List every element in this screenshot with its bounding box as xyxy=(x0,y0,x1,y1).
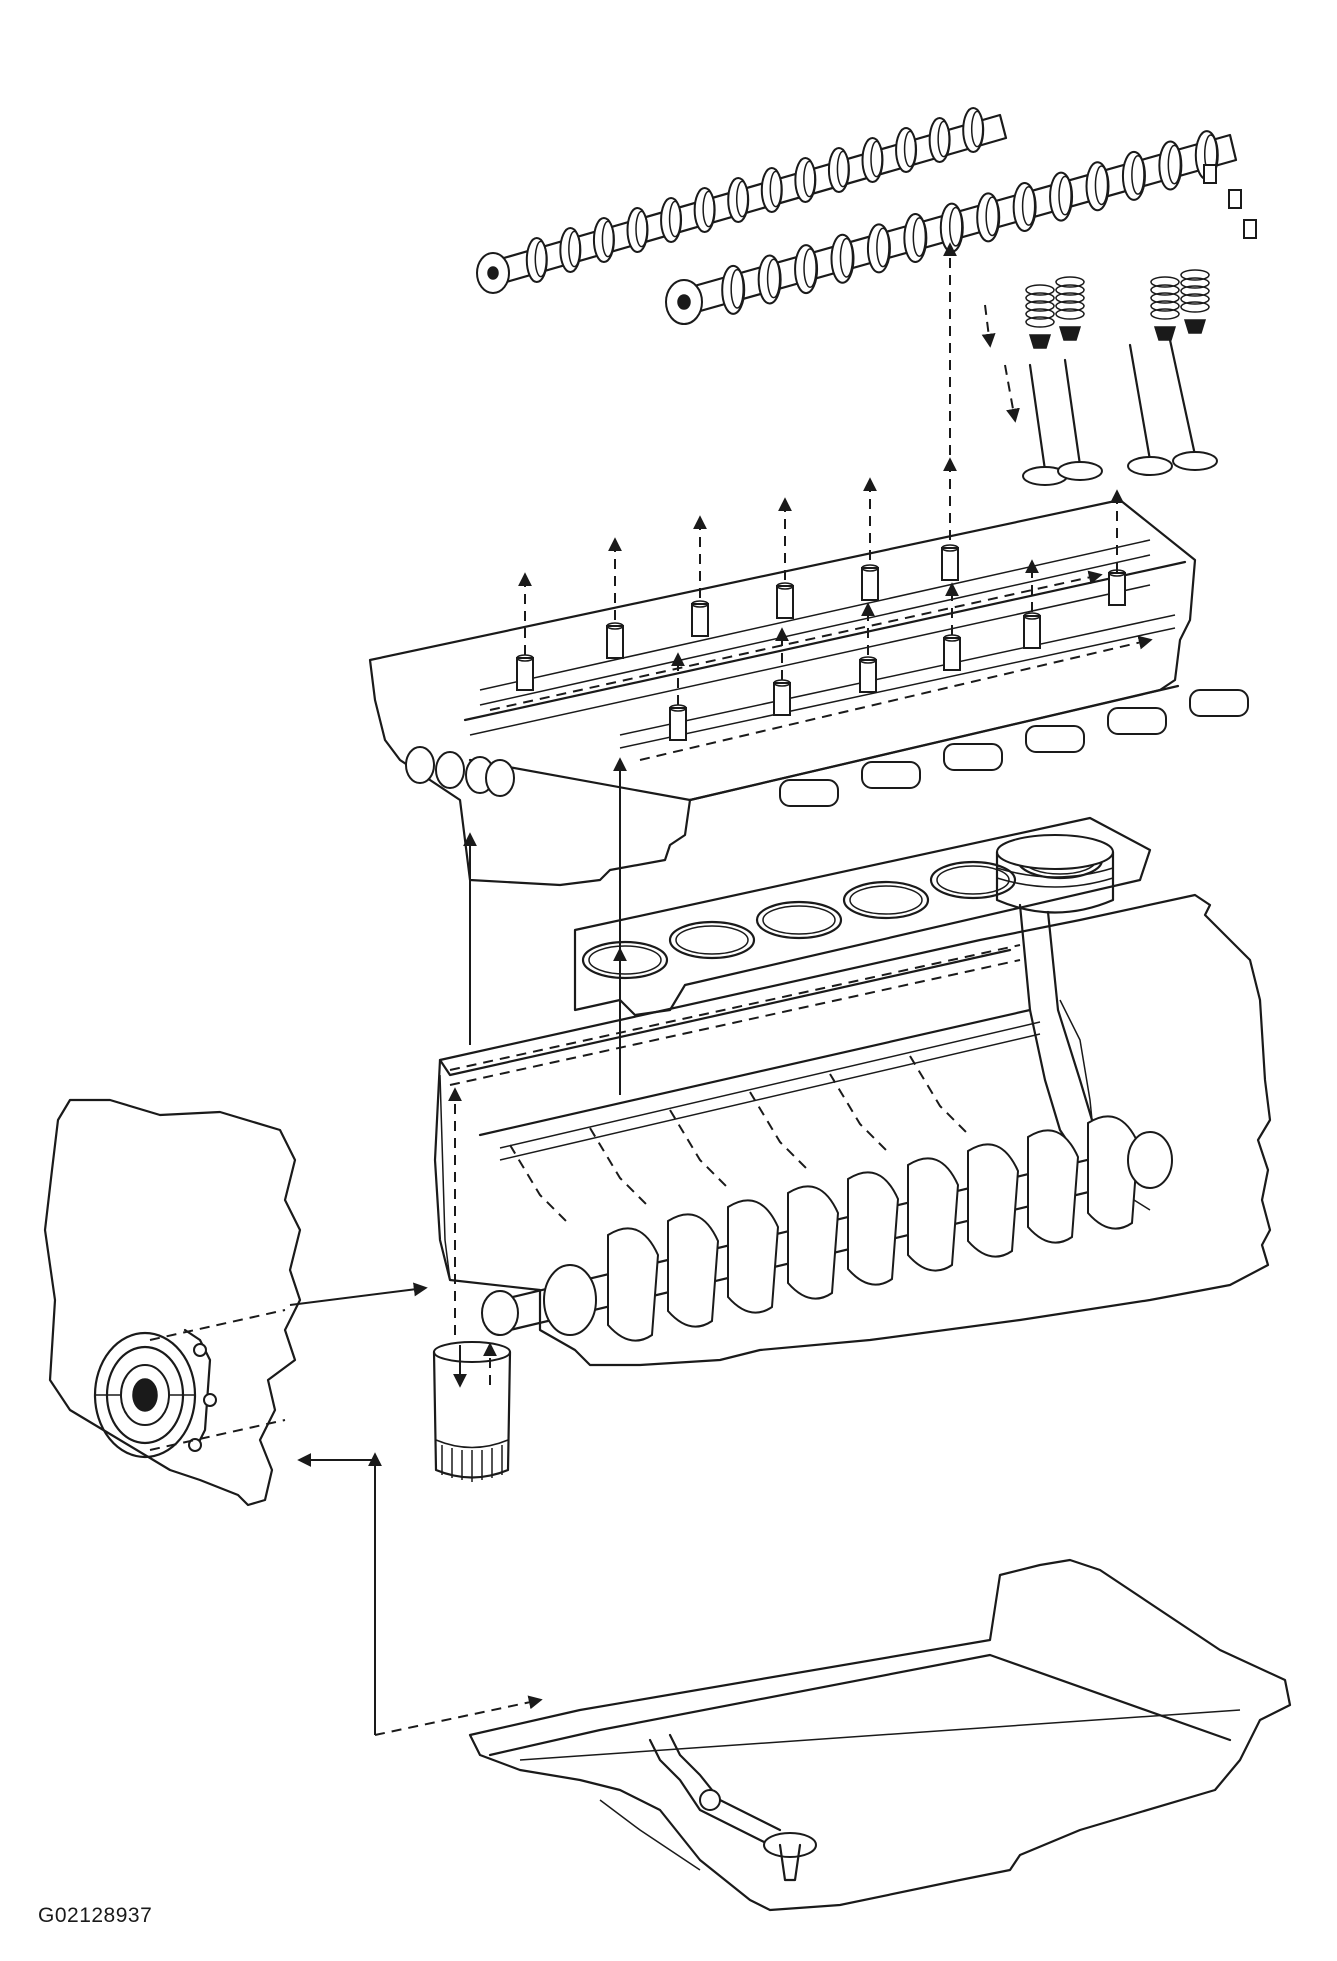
figure-id-code: G02128937 xyxy=(38,1904,153,1927)
drain-plug xyxy=(699,1789,721,1811)
oil-filter xyxy=(432,1341,512,1482)
oil-pump xyxy=(93,1328,217,1459)
piston xyxy=(995,834,1115,1147)
intake-camshaft xyxy=(476,107,1008,294)
oil-pump-housing xyxy=(43,1098,302,1507)
engine-block xyxy=(433,834,1272,1367)
exhaust-camshaft xyxy=(665,130,1238,325)
oil-pickup-tube xyxy=(648,1733,817,1882)
cylinder-head xyxy=(368,498,1249,887)
crankshaft xyxy=(481,1115,1173,1342)
oil-flow-arrows xyxy=(149,242,1153,1736)
oil-pan xyxy=(468,1558,1292,1912)
valve-train xyxy=(1022,164,1257,486)
